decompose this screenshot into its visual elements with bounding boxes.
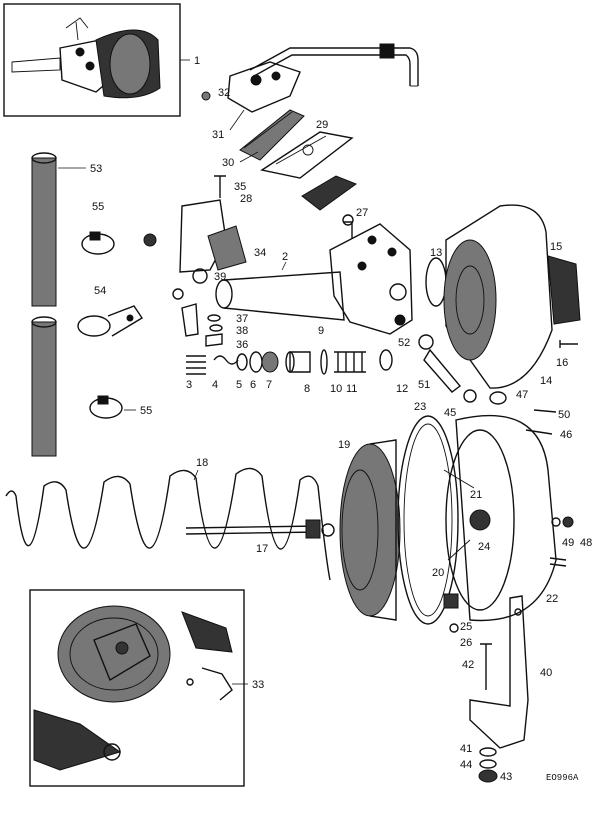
callout-8: 8	[304, 383, 310, 395]
valve-body	[215, 214, 413, 335]
callout-11: 11	[346, 383, 357, 395]
return-spring-and-rod	[5, 467, 335, 581]
callout-4: 4	[212, 379, 218, 391]
callout-55-top: 55	[92, 201, 104, 213]
callout-30: 30	[222, 157, 234, 169]
valve-internals	[186, 349, 393, 375]
callout-41: 41	[460, 743, 472, 755]
callout-53: 53	[90, 163, 102, 175]
servo-cylinder	[418, 204, 581, 405]
callout-43: 43	[500, 771, 512, 783]
callout-55-bottom: 55	[140, 405, 152, 417]
piston-and-end-cover	[339, 409, 574, 633]
support-bracket	[469, 595, 529, 783]
callout-31: 31	[212, 129, 224, 141]
callout-29: 29	[316, 119, 328, 131]
callout-20: 20	[432, 567, 444, 579]
callout-5: 5	[236, 379, 242, 391]
callout-42: 42	[462, 659, 474, 671]
callout-44: 44	[460, 759, 472, 771]
mounting-bracket	[143, 199, 247, 347]
callout-51: 51	[418, 379, 430, 391]
callout-24: 24	[478, 541, 490, 553]
callout-16: 16	[556, 357, 568, 369]
callout-21: 21	[470, 489, 482, 501]
callout-34: 34	[254, 247, 266, 259]
inset-installation-view	[29, 589, 245, 787]
inset-servo-assembly	[3, 3, 190, 117]
callout-49: 49	[562, 537, 574, 549]
callout-18: 18	[196, 457, 208, 469]
callout-48: 48	[580, 537, 592, 549]
callout-26: 26	[460, 637, 472, 649]
callout-25: 25	[460, 621, 472, 633]
valve-cover-and-diaphragm	[201, 61, 358, 211]
callout-40: 40	[540, 667, 552, 679]
callout-33: 33	[252, 679, 264, 691]
callout-19: 19	[338, 439, 350, 451]
callout-28: 28	[240, 193, 252, 205]
callout-27: 27	[356, 207, 368, 219]
callout-12: 12	[396, 383, 408, 395]
callout-10: 10	[330, 383, 342, 395]
callout-23: 23	[414, 401, 426, 413]
callout-22: 22	[546, 593, 558, 605]
callout-6: 6	[250, 379, 256, 391]
drawing-code: EO996A	[546, 773, 579, 783]
callout-45: 45	[444, 407, 456, 419]
callout-36: 36	[236, 339, 248, 351]
callout-9: 9	[318, 325, 324, 337]
callout-2: 2	[282, 251, 288, 263]
callout-38: 38	[236, 325, 248, 337]
callout-54: 54	[94, 285, 106, 297]
callout-32: 32	[218, 87, 230, 99]
callout-52: 52	[398, 337, 410, 349]
callout-37: 37	[236, 313, 248, 325]
callout-15: 15	[550, 241, 562, 253]
callout-3: 3	[186, 379, 192, 391]
callout-14: 14	[540, 375, 552, 387]
vacuum-pipe	[249, 43, 419, 87]
callout-47: 47	[516, 389, 528, 401]
callout-50: 50	[558, 409, 570, 421]
callout-13: 13	[430, 247, 442, 259]
callout-17: 17	[256, 543, 268, 555]
callout-1: 1	[194, 55, 200, 67]
hose-and-clips	[31, 152, 143, 457]
callout-46: 46	[560, 429, 572, 441]
callout-35: 35	[234, 181, 246, 193]
callout-7: 7	[266, 379, 272, 391]
